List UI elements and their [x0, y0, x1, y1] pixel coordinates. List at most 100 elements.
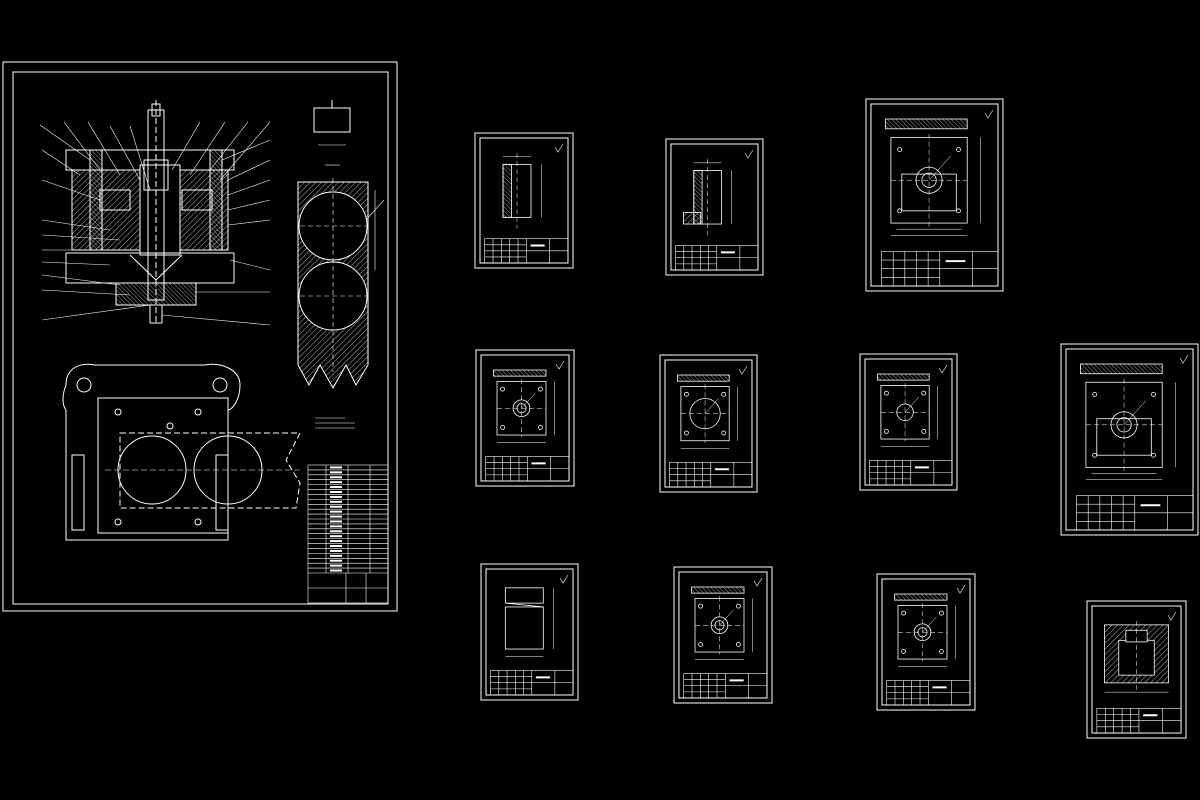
- section-strip: [894, 593, 948, 601]
- part-view[interactable]: [1104, 621, 1169, 693]
- chamfer-line: [505, 602, 544, 608]
- strip-layout-view[interactable]: [297, 178, 385, 390]
- title-block: [683, 673, 768, 699]
- part-outline: [504, 587, 544, 604]
- leader-line: [928, 155, 952, 181]
- leader-line: [521, 392, 536, 409]
- bore-circle: [1110, 411, 1138, 439]
- sheet-inner-border: [870, 103, 999, 287]
- part-outline: [504, 606, 544, 650]
- part-view[interactable]: [894, 593, 956, 667]
- screw-hole: [897, 147, 903, 153]
- title-block: [869, 460, 953, 486]
- screw-hole: [1092, 392, 1098, 397]
- leader-line: [719, 609, 734, 626]
- technical-notes: [315, 417, 355, 429]
- title-block: [1076, 495, 1194, 531]
- part-view[interactable]: [877, 373, 938, 447]
- flange-hatch: [683, 212, 702, 225]
- part-view[interactable]: [504, 587, 554, 657]
- sheet-outer-border: [474, 132, 574, 269]
- screw-hole: [897, 208, 903, 214]
- part-sheet-7[interactable]: [1060, 343, 1199, 536]
- sheet-outer-border: [859, 353, 958, 491]
- screw-hole: [956, 147, 961, 153]
- bore-circle: [896, 403, 914, 421]
- section-strip: [885, 118, 968, 130]
- section-strip: [691, 586, 745, 594]
- part-view[interactable]: [1080, 363, 1176, 480]
- part-drawing-sheets[interactable]: [474, 98, 1199, 739]
- leader-line: [922, 616, 937, 633]
- bore-circle: [710, 616, 729, 635]
- sheet-outer-border: [1060, 343, 1199, 536]
- sheet-outer-border: [876, 573, 976, 711]
- part-sheet-4[interactable]: [475, 349, 575, 487]
- part-sheet-6[interactable]: [859, 353, 958, 491]
- screw-hole: [884, 390, 889, 396]
- screw-hole: [500, 424, 506, 430]
- roughness-symbol: [554, 143, 564, 153]
- title-block: [881, 251, 999, 287]
- inner-bore: [1116, 417, 1132, 433]
- part-sheet-10[interactable]: [876, 573, 976, 711]
- part-sheet-11[interactable]: [1086, 600, 1187, 739]
- pocket-outline: [1096, 418, 1152, 456]
- pocket-outline: [901, 173, 957, 212]
- screw-hole: [500, 386, 506, 392]
- part-view[interactable]: [691, 586, 753, 660]
- part-sheet-9[interactable]: [673, 566, 773, 704]
- die-plan-view[interactable]: [62, 363, 301, 541]
- title-block: [1096, 708, 1182, 734]
- title-block: [675, 245, 759, 271]
- part-view[interactable]: [502, 153, 542, 229]
- die-assembly-section[interactable]: [65, 100, 235, 325]
- roughness-symbol: [555, 360, 565, 370]
- sheet-outer-border: [673, 566, 773, 704]
- screw-hole: [1151, 392, 1156, 397]
- parts-list-table[interactable]: [307, 464, 389, 604]
- screw-hole: [939, 610, 944, 616]
- part-sheet-3[interactable]: [865, 98, 1004, 292]
- roughness-symbol: [744, 149, 754, 159]
- leader-line: [904, 396, 920, 413]
- bore-circle: [512, 399, 531, 418]
- screw-hole: [939, 648, 944, 654]
- inner-bore: [921, 172, 937, 188]
- bore-circle: [913, 623, 932, 642]
- sheet-outer-border: [665, 138, 764, 276]
- title-block: [886, 680, 971, 706]
- part-view[interactable]: [683, 159, 732, 236]
- screw-hole: [884, 428, 889, 434]
- title-block: [484, 238, 569, 264]
- bore-circle: [689, 398, 721, 430]
- screw-hole: [736, 603, 741, 609]
- title-block: [485, 456, 570, 482]
- screw-hole: [538, 386, 543, 392]
- part-view[interactable]: [677, 374, 738, 449]
- sheet-outer-border: [865, 98, 1004, 292]
- part-view[interactable]: [885, 118, 981, 236]
- part-sheet-5[interactable]: [659, 354, 758, 493]
- assembly-inner-border: [12, 71, 389, 605]
- screw-hole: [921, 428, 927, 434]
- part-view[interactable]: [493, 369, 555, 443]
- screw-hole: [721, 391, 727, 397]
- part-sheet-2[interactable]: [665, 138, 764, 276]
- roughness-symbol: [559, 574, 569, 584]
- part-sheet-1[interactable]: [474, 132, 574, 269]
- roughness-symbol: [753, 577, 763, 587]
- screw-hole: [921, 390, 927, 396]
- section-strip: [493, 369, 547, 377]
- roughness-symbol: [956, 584, 966, 594]
- bore-circle: [915, 166, 943, 194]
- leader-line: [1123, 400, 1147, 425]
- part-sheet-8[interactable]: [480, 563, 579, 701]
- screw-hole: [684, 391, 689, 397]
- assembly-drawing-sheet[interactable]: [2, 61, 398, 612]
- small-detail-view[interactable]: [313, 100, 351, 166]
- sheet-inner-border: [1065, 348, 1194, 531]
- section-hatch: [502, 163, 512, 218]
- roughness-symbol: [738, 365, 748, 375]
